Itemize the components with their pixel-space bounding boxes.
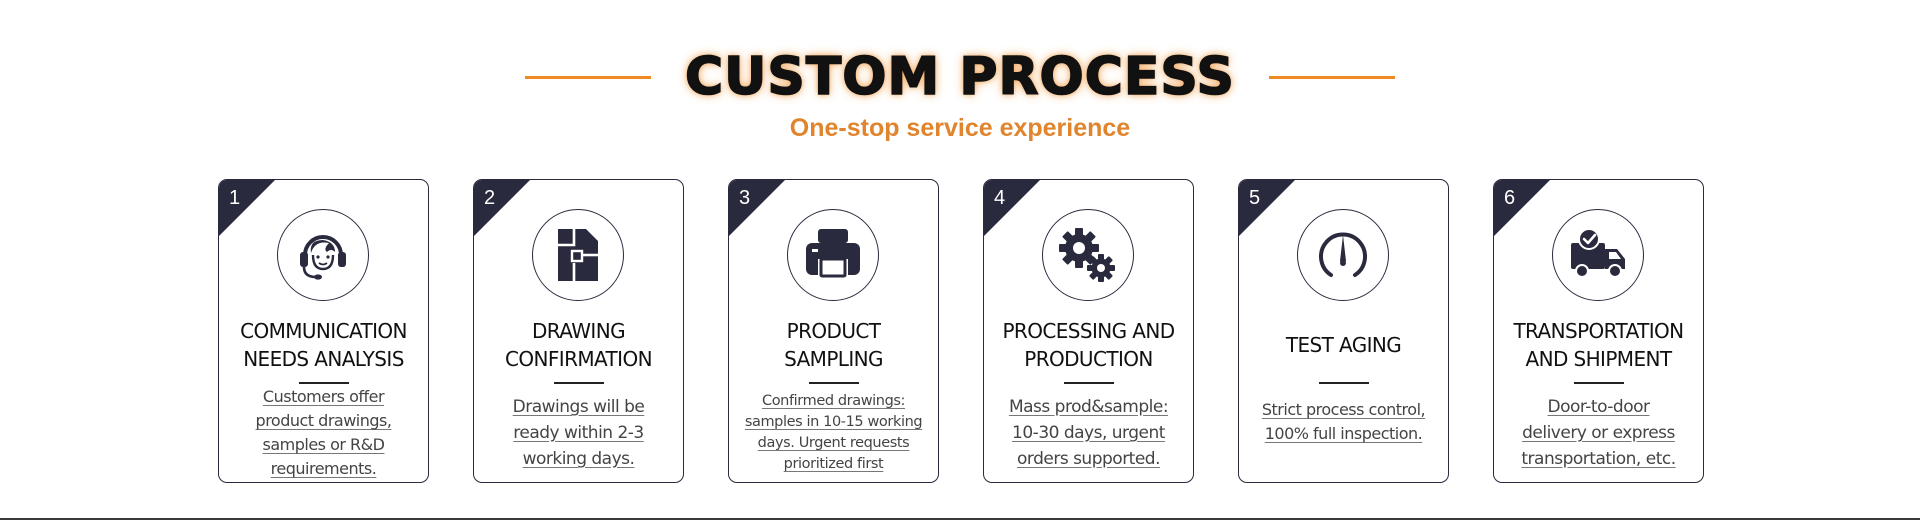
step-corner-badge: 6	[1494, 180, 1550, 236]
bottom-divider	[0, 518, 1920, 520]
step-icon-circle	[277, 209, 369, 301]
step-corner-badge: 4	[984, 180, 1040, 236]
step-card-5: 5 TEST AGING Strict process control, 100…	[1238, 179, 1449, 483]
gears-icon	[1059, 228, 1115, 282]
step-number: 3	[739, 187, 751, 209]
step-description: Confirmed drawings: samples in 10-15 wor…	[744, 393, 923, 472]
step-number: 1	[229, 187, 241, 209]
printer-icon	[806, 229, 860, 279]
step-corner-badge: 5	[1239, 180, 1295, 236]
step-description: Mass prod&sample: 10-30 days, urgent ord…	[1008, 397, 1169, 469]
step-divider	[1574, 382, 1624, 384]
step-title: TRANSPORTATION AND SHIPMENT	[1513, 319, 1684, 371]
step-title: PROCESSING AND PRODUCTION	[1002, 319, 1175, 371]
header-right-line	[1268, 75, 1395, 79]
step-number: 5	[1249, 187, 1261, 209]
drawing-blueprint-icon	[558, 229, 598, 281]
step-card-6: 6 TRANSPORTATION AND SHIPMENT Door-to-do…	[1493, 179, 1704, 483]
step-divider	[1064, 382, 1114, 384]
step-description: Customers offer product drawings, sample…	[255, 387, 392, 478]
step-card-3: 3 PRODUCT SAMPLING Confirmed drawings: s…	[728, 179, 939, 483]
step-card-2: 2 DRAWING CONFIRMATION Drawings will be …	[473, 179, 684, 483]
page-subtitle: One-stop service experience	[789, 114, 1131, 142]
section-header: CUSTOM PROCESS	[0, 44, 1920, 110]
step-title: PRODUCT SAMPLING	[784, 319, 883, 371]
step-divider	[1319, 382, 1369, 384]
step-divider	[554, 382, 604, 384]
step-description: Drawings will be ready within 2-3 workin…	[512, 397, 645, 469]
step-corner-badge: 3	[729, 180, 785, 236]
step-corner-badge: 1	[219, 180, 275, 236]
step-divider	[299, 382, 349, 384]
step-card-4: 4	[983, 179, 1194, 483]
step-icon-circle	[787, 209, 879, 301]
header-left-line	[525, 75, 651, 79]
step-number: 6	[1504, 187, 1516, 209]
step-corner-badge: 2	[474, 180, 530, 236]
step-divider	[809, 382, 859, 384]
delivery-truck-icon	[1571, 228, 1625, 278]
step-number: 2	[484, 187, 496, 209]
step-icon-circle	[1552, 209, 1644, 301]
step-title: COMMUNICATION NEEDS ANALYSIS	[240, 319, 407, 371]
step-card-1: 1 COMMUNICATION NEEDS ANALYSIS Customers…	[218, 179, 429, 483]
step-description: Door-to-door delivery or express transpo…	[1521, 397, 1676, 469]
step-title: DRAWING CONFIRMATION	[505, 319, 653, 371]
step-number: 4	[994, 187, 1006, 209]
step-icon-circle	[1297, 209, 1389, 301]
step-icon-circle	[1042, 209, 1134, 301]
step-icon-circle	[532, 209, 624, 301]
step-title: TEST AGING	[1285, 333, 1402, 357]
page-title: CUSTOM PROCESS	[684, 46, 1235, 108]
customer-service-headset-icon	[300, 235, 346, 280]
step-description: Strict process control, 100% full inspec…	[1261, 400, 1426, 443]
gauge-icon	[1319, 232, 1367, 277]
